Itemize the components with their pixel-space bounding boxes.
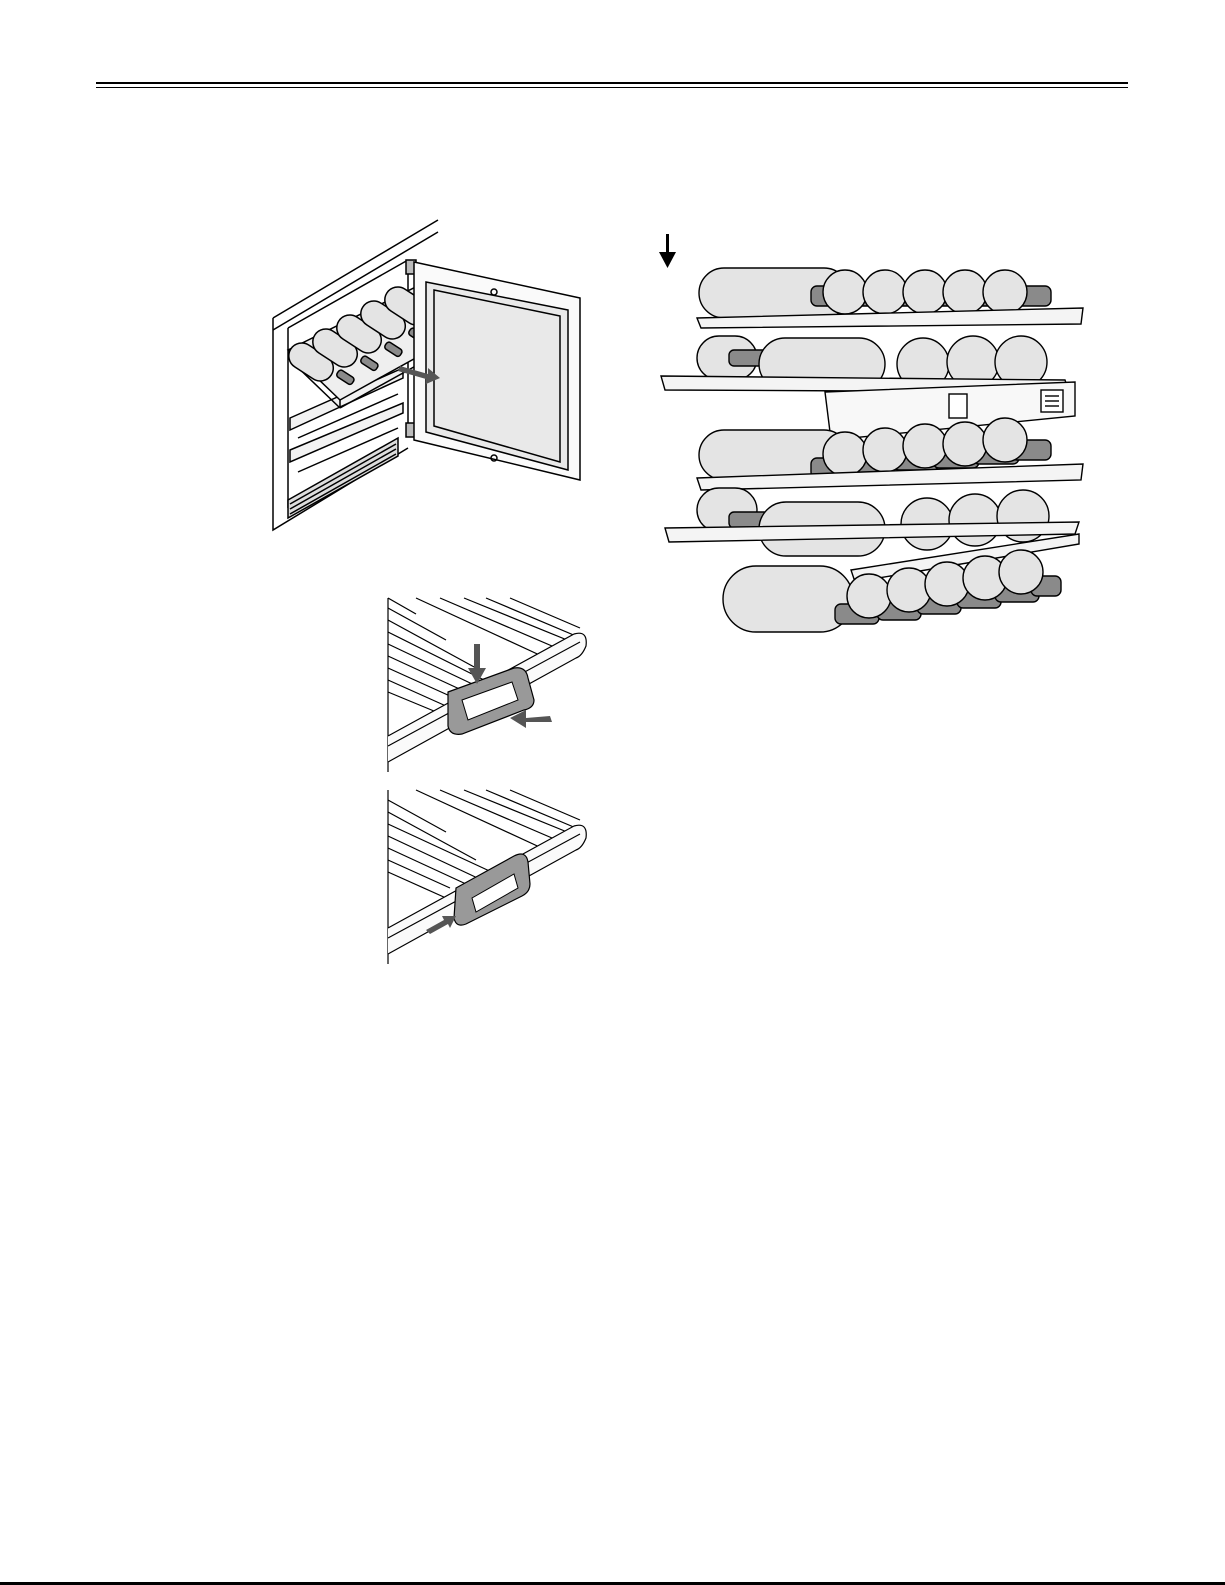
bottle-stack-icon	[655, 232, 1095, 642]
shelf-clip-slide-icon	[386, 788, 590, 966]
cabinet-figure	[268, 218, 598, 548]
header-rule-top	[96, 82, 1128, 84]
shelf-clip-icon	[386, 596, 590, 774]
down-arrow-icon	[659, 234, 676, 268]
clip-attach-figure	[386, 596, 590, 774]
clip-slide-figure	[386, 788, 590, 966]
wine-cabinet-icon	[268, 218, 598, 548]
header-rule-bottom	[96, 87, 1128, 88]
bottle-rack-figure	[655, 232, 1095, 642]
